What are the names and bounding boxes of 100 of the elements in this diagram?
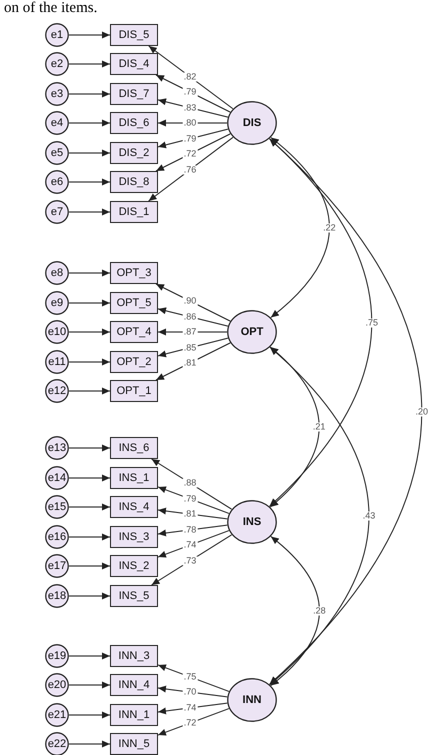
- error-circle: [45, 495, 69, 519]
- variable-label: e3: [50, 88, 64, 100]
- arrow: [158, 530, 230, 558]
- edge-label: .81: [182, 358, 198, 368]
- arrow: [158, 686, 228, 698]
- indicator-box: [110, 704, 158, 726]
- arrow: [68, 712, 110, 718]
- indicator-box: [110, 292, 158, 314]
- arrow: [158, 708, 230, 736]
- arrow: [158, 128, 228, 148]
- edge-label: .88: [182, 478, 198, 488]
- variable-label: e10: [48, 326, 66, 338]
- arrow: [68, 300, 110, 306]
- edge-label: .79: [182, 134, 198, 144]
- variable-label: e4: [50, 117, 64, 129]
- variable-label: INN_4: [118, 679, 150, 691]
- arrow: [68, 120, 110, 126]
- indicator-box: [110, 53, 158, 75]
- variable-label: INS_5: [118, 590, 150, 602]
- arrow: [158, 328, 228, 336]
- variable-label: INN_5: [118, 738, 150, 750]
- variable-label: e20: [48, 679, 66, 691]
- edge-label: .90: [182, 296, 198, 306]
- latent-ellipse: [227, 500, 277, 544]
- arrow: [158, 486, 230, 514]
- latent-ellipse: [227, 101, 277, 145]
- error-circle: [45, 350, 69, 374]
- arrow: [68, 358, 110, 366]
- arrow: [158, 98, 228, 118]
- edge-label: .80: [182, 118, 198, 128]
- edge-label: .78: [182, 525, 198, 534]
- indicator-box: [110, 262, 158, 284]
- variable-label: e6: [50, 176, 64, 188]
- indicator-box: [110, 142, 158, 164]
- indicator-box: [110, 171, 158, 193]
- error-circle: [45, 170, 69, 194]
- edge-label: .74: [182, 703, 198, 712]
- indicator-box: [110, 733, 158, 755]
- variable-label: INN: [242, 694, 262, 706]
- variable-label: e7: [50, 206, 64, 218]
- variable-label: DIS_1: [118, 206, 150, 218]
- variable-label: OPT_3: [116, 267, 152, 279]
- arrow: [158, 120, 228, 126]
- arrow: [68, 682, 110, 688]
- edge-label: .72: [182, 150, 198, 158]
- error-circle: [45, 703, 69, 727]
- variable-label: DIS_7: [118, 88, 150, 100]
- error-circle: [45, 82, 69, 106]
- variable-label: OPT_2: [116, 356, 152, 368]
- note-text: on of the items.: [4, 0, 98, 16]
- edge-label: .87: [182, 328, 198, 336]
- variable-label: e18: [48, 590, 66, 602]
- indicator-box: [110, 645, 158, 667]
- variable-label: e15: [48, 501, 66, 513]
- variable-label: DIS_4: [118, 58, 150, 70]
- variable-label: INS_4: [118, 501, 150, 513]
- indicator-box: [110, 437, 158, 459]
- error-circle: [45, 320, 69, 344]
- arrow: [151, 534, 232, 586]
- error-circle: [45, 379, 69, 403]
- variable-label: INS: [242, 516, 262, 528]
- edge-label: .82: [182, 72, 198, 82]
- variable-label: DIS_2: [118, 147, 150, 159]
- latent-ellipse: [227, 678, 277, 722]
- variable-label: e16: [48, 531, 66, 543]
- variable-label: e14: [48, 472, 66, 484]
- indicator-box: [110, 585, 158, 607]
- variable-label: e5: [50, 147, 64, 159]
- indicator-box: [110, 467, 158, 489]
- error-circle: [45, 261, 69, 285]
- edge-label: .79: [182, 494, 198, 504]
- indicator-box: [110, 321, 158, 343]
- edge-label: .86: [182, 312, 198, 322]
- arrow: [156, 74, 231, 113]
- indicator-box: [110, 555, 158, 577]
- variable-label: e13: [48, 442, 66, 454]
- arrow: [148, 46, 234, 110]
- arrow: [68, 32, 110, 38]
- edge-label: .85: [182, 343, 198, 352]
- indicator-box: [110, 24, 158, 46]
- indicator-box: [110, 112, 158, 134]
- arrow: [158, 508, 228, 520]
- edge-label: .74: [182, 540, 198, 550]
- indicator-box: [110, 496, 158, 518]
- edge-label: .81: [182, 510, 198, 519]
- variable-label: e21: [48, 709, 66, 721]
- indicator-box: [110, 201, 158, 223]
- arrow: [68, 652, 110, 660]
- error-circle: [45, 525, 69, 549]
- variable-label: DIS: [242, 117, 262, 129]
- edge-label: .75: [182, 672, 198, 682]
- variable-label: DIS_6: [118, 117, 150, 129]
- variable-label: e22: [48, 738, 66, 750]
- arrow: [68, 150, 110, 156]
- edge-label: .70: [182, 688, 198, 697]
- error-circle: [45, 291, 69, 315]
- arrow: [68, 178, 110, 186]
- arrow: [156, 342, 231, 380]
- error-circle: [45, 111, 69, 135]
- arrow: [68, 504, 110, 510]
